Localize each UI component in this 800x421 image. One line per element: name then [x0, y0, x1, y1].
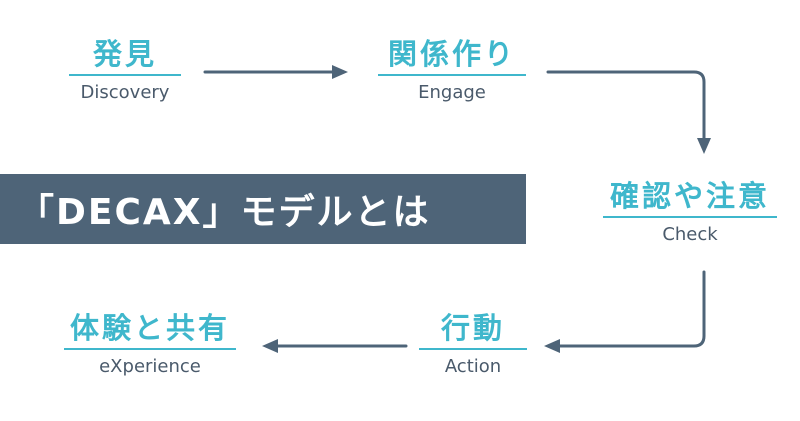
node-action: 行動 Action [410, 308, 536, 380]
node-discovery: 発見 Discovery [60, 34, 190, 106]
node-action-underline [419, 348, 527, 350]
node-experience: 体験と共有 eXperience [52, 308, 248, 380]
node-discovery-en: Discovery [80, 82, 170, 103]
node-experience-en: eXperience [99, 356, 201, 377]
node-check: 確認や注意 Check [590, 176, 790, 248]
node-action-ja: 行動 [440, 311, 505, 345]
arrowhead-left-action [544, 339, 560, 353]
node-discovery-underline [69, 74, 181, 76]
arrowhead-right [332, 65, 348, 79]
arrowhead-left-experience [262, 339, 278, 353]
arrow-check-to-action [556, 270, 706, 348]
node-discovery-ja: 発見 [92, 37, 157, 71]
arrowhead-down [697, 138, 711, 154]
node-check-underline [603, 216, 777, 218]
node-experience-ja: 体験と共有 [69, 311, 230, 345]
node-check-en: Check [662, 224, 718, 245]
page-title: 「DECAX」モデルとは [18, 192, 431, 233]
node-engage-en: Engage [418, 82, 486, 103]
title-band: 「DECAX」モデルとは [0, 174, 526, 244]
arrow-engage-to-check [546, 70, 706, 142]
node-engage-ja: 関係作り [387, 37, 516, 71]
node-engage-underline [378, 74, 526, 76]
node-experience-underline [64, 348, 236, 350]
node-action-en: Action [444, 356, 502, 377]
node-check-ja: 確認や注意 [609, 179, 770, 213]
node-engage: 関係作り Engage [372, 34, 532, 106]
